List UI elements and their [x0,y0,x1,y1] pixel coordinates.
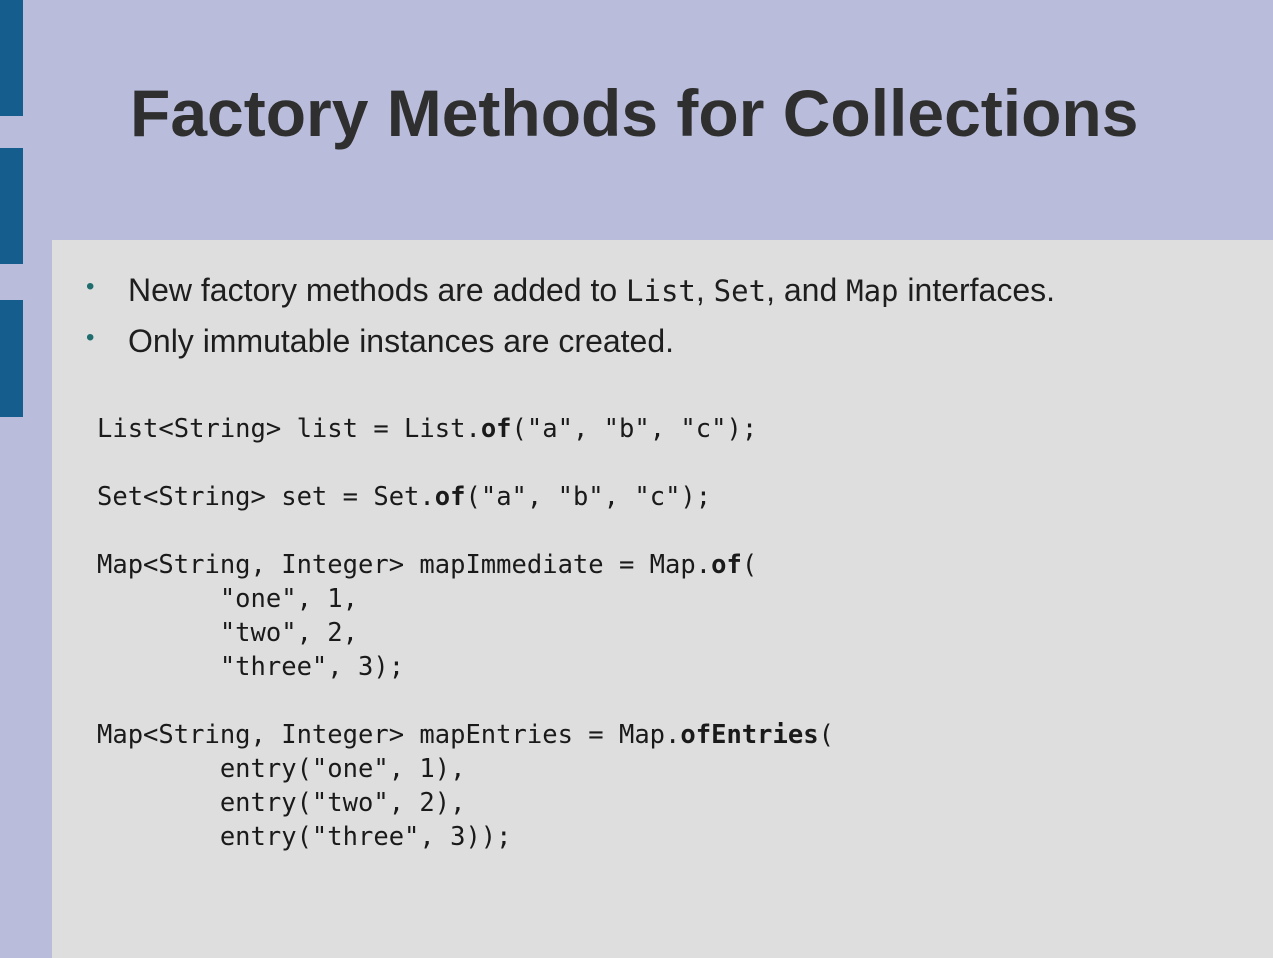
code-line: entry("two", 2), [97,786,834,820]
accent-bar-bottom [0,300,23,417]
code-line: Set<String> set = Set.of("a", "b", "c"); [97,480,834,514]
code-text: "two", 2, [97,618,358,648]
code-method-name: of [434,482,466,512]
code-text: List<String> list = List. [97,414,481,444]
bullet-text: New factory methods are added to [128,272,627,308]
bullet-dot-icon: • [86,273,95,300]
bullet-text: , [695,272,714,308]
inline-code: Set [713,274,767,308]
bullet-text: Only immutable instances are created. [128,323,675,359]
code-text: ("a", "b", "c"); [465,482,712,512]
bullet-item: • Only immutable instances are created. [86,316,1256,366]
code-text: ("a", "b", "c"); [511,414,758,444]
bullet-text: interfaces. [898,272,1056,308]
bullet-item: • New factory methods are added to List , … [86,265,1256,316]
accent-bar-top [0,0,23,116]
content-panel: • New factory methods are added to List , … [52,240,1273,958]
code-method-name: of [480,414,512,444]
inline-code: List [626,274,696,308]
code-text: entry("two", 2), [97,788,466,818]
code-line [97,446,834,480]
code-text: ( [818,720,834,750]
code-text: entry("three", 3)); [97,822,512,852]
bullet-text: , and [766,272,847,308]
inline-code: Map [846,274,899,308]
bullet-list: • New factory methods are added to List , … [86,265,1256,366]
code-method-name: ofEntries [680,720,819,750]
code-text: ( [741,550,758,580]
code-line: List<String> list = List.of("a", "b", "c… [97,412,834,446]
code-line [97,684,834,718]
code-line: entry("one", 1), [97,752,834,786]
code-line: "one", 1, [97,582,834,616]
code-line: Map<String, Integer> mapImmediate = Map.… [97,548,834,582]
code-block: List<String> list = List.of("a", "b", "c… [97,412,834,854]
code-text: "three", 3); [97,652,405,682]
code-method-name: of [711,550,742,580]
code-line: entry("three", 3)); [97,820,834,854]
code-text: "one", 1, [97,584,358,614]
accent-bar-middle [0,148,23,264]
code-line [97,514,834,548]
slide-title: Factory Methods for Collections [130,76,1139,150]
code-line: Map<String, Integer> mapEntries = Map.of… [97,718,834,752]
code-text: Set<String> set = Set. [97,482,435,512]
code-text: Map<String, Integer> mapImmediate = Map. [97,550,712,580]
bullet-dot-icon: • [86,324,95,351]
code-line: "three", 3); [97,650,834,684]
code-text: entry("one", 1), [97,754,466,784]
code-line: "two", 2, [97,616,834,650]
code-text: Map<String, Integer> mapEntries = Map. [97,720,681,750]
